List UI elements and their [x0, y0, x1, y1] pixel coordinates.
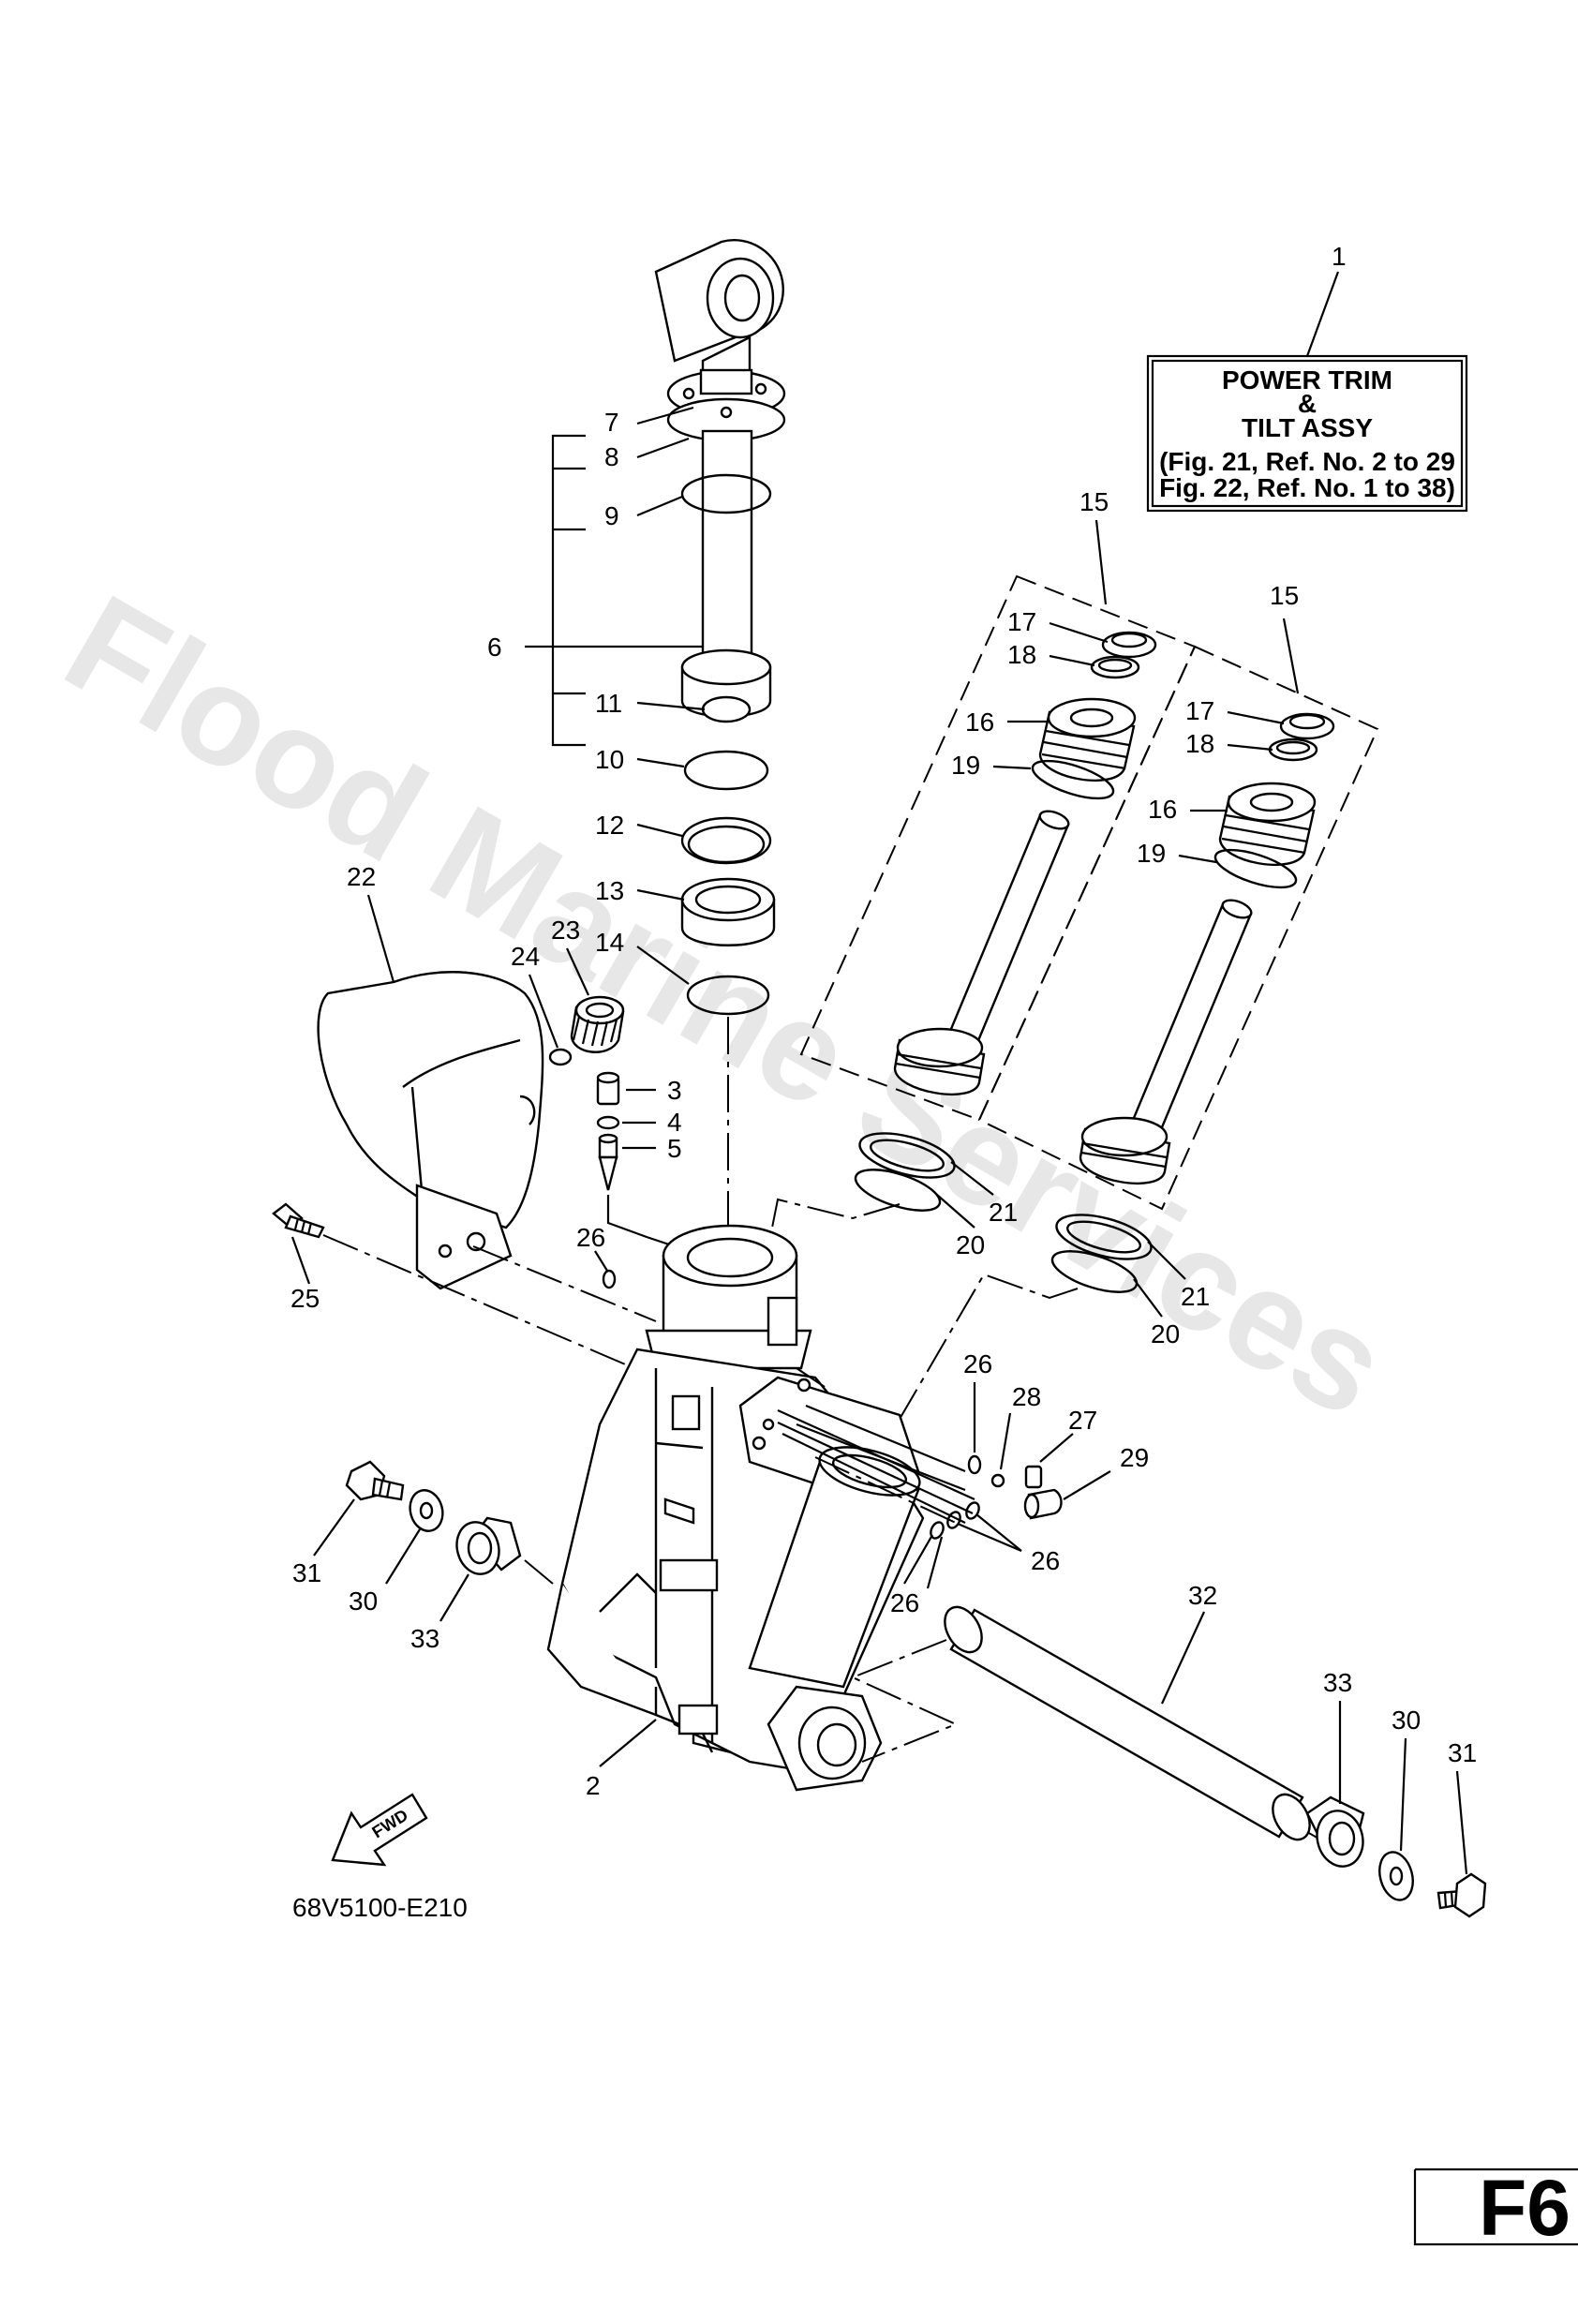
callout-17b: 17: [1185, 696, 1214, 725]
callout-27: 27: [1068, 1406, 1097, 1435]
callout-33b: 33: [1323, 1668, 1352, 1697]
callout-11: 11: [595, 689, 622, 718]
callout-26a: 26: [576, 1223, 605, 1252]
callout-33a: 33: [410, 1624, 439, 1653]
callout-15a: 15: [1079, 487, 1109, 516]
bushing-33-left: [455, 1516, 522, 1575]
callout-19a: 19: [951, 751, 980, 780]
bushing-33-right: [1305, 1795, 1365, 1868]
callout-5: 5: [667, 1134, 682, 1163]
callout-21a: 21: [989, 1198, 1018, 1227]
callout-26b: 26: [963, 1349, 992, 1378]
callout-16a: 16: [965, 708, 994, 737]
trim-cylinder-box-left: [799, 574, 1197, 1122]
callout-25: 25: [290, 1284, 320, 1313]
callout-4: 4: [667, 1108, 682, 1137]
callout-2: 2: [586, 1771, 601, 1800]
callout-20b: 20: [1151, 1319, 1180, 1348]
callout-18b: 18: [1185, 729, 1214, 758]
trim-cylinder-box-right: [977, 645, 1379, 1211]
assembly-label-box: POWER TRIM & TILT ASSY (Fig. 21, Ref. No…: [1146, 354, 1468, 513]
callout-20a: 20: [956, 1230, 985, 1259]
drawing-code: 68V5100-E210: [292, 1893, 468, 1922]
callout-30a: 30: [349, 1587, 378, 1616]
bolt-25: [272, 1202, 325, 1239]
tilt-rod-assembly: [551, 239, 786, 1016]
callout-1: 1: [1332, 242, 1347, 271]
callout-18a: 18: [1007, 640, 1036, 669]
callout-14: 14: [595, 928, 624, 957]
callout-31b: 31: [1448, 1738, 1477, 1767]
callout-9: 9: [604, 501, 619, 530]
callout-22: 22: [347, 862, 376, 891]
callout-28: 28: [1012, 1382, 1041, 1411]
assembly-title-line2: &: [1298, 389, 1317, 418]
callout-16b: 16: [1148, 795, 1177, 824]
fwd-arrow-icon: FWD: [331, 1793, 428, 1867]
bolt-31-right: [1437, 1872, 1487, 1918]
assembly-ref-line2: Fig. 22, Ref. No. 1 to 38): [1159, 473, 1455, 502]
callout-29: 29: [1120, 1443, 1149, 1472]
callout-23: 23: [551, 916, 580, 945]
trim-cylinder-right: [1079, 712, 1335, 1184]
callout-17a: 17: [1007, 607, 1036, 636]
callout-10: 10: [595, 745, 624, 774]
page-code-box: F6: [1413, 2164, 1578, 2252]
assembly-ref-line1: (Fig. 21, Ref. No. 2 to 29: [1159, 447, 1455, 476]
trim-cylinder-left: [893, 631, 1157, 1095]
bolt-31-left: [345, 1460, 405, 1501]
callout-13: 13: [595, 876, 624, 905]
cylinder-body: [546, 1224, 966, 1792]
callout-30b: 30: [1392, 1706, 1421, 1735]
callout-6: 6: [487, 633, 502, 662]
callout-12: 12: [595, 811, 624, 840]
callout-8: 8: [604, 442, 619, 471]
assembly-title-line3: TILT ASSY: [1242, 413, 1373, 442]
cylinder-cover: [317, 971, 544, 1290]
callout-21b: 21: [1181, 1282, 1210, 1311]
filter-part: [570, 995, 625, 1053]
callout-31a: 31: [292, 1558, 321, 1587]
callout-19b: 19: [1137, 839, 1166, 868]
callout-24: 24: [511, 942, 540, 971]
callout-15b: 15: [1270, 581, 1299, 610]
callout-26d: 26: [890, 1588, 919, 1617]
callout-7: 7: [604, 408, 619, 437]
page-code: F6: [1479, 2164, 1571, 2252]
callout-3: 3: [667, 1076, 682, 1105]
pin-27-29: [1023, 1465, 1063, 1520]
callout-32: 32: [1188, 1581, 1217, 1610]
valve-parts: [596, 1071, 620, 1191]
tilt-pin: [944, 1605, 1311, 1841]
callout-26c: 26: [1031, 1546, 1060, 1575]
assembly-title-line1: POWER TRIM: [1222, 365, 1392, 395]
